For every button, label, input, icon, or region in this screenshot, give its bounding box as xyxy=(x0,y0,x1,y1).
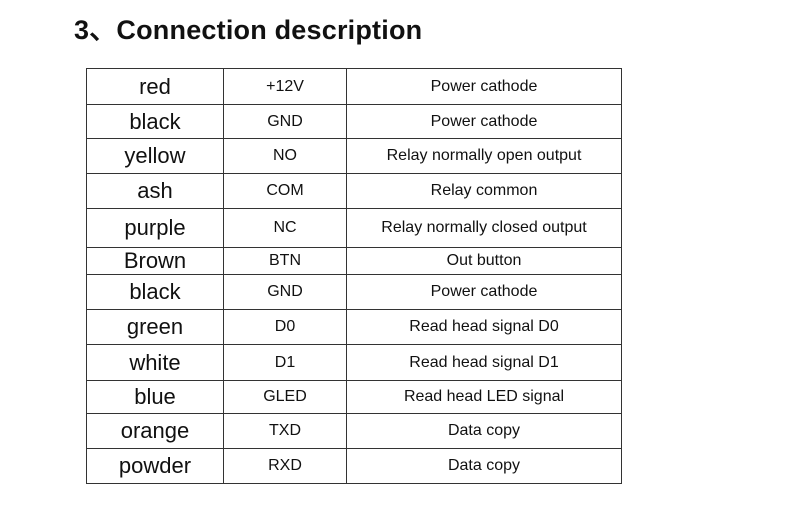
wire-color-cell: red xyxy=(86,68,224,105)
description-cell: Data copy xyxy=(346,448,622,484)
signal-cell: TXD xyxy=(223,413,347,449)
description-cell: Out button xyxy=(346,247,622,275)
description-cell: Relay normally closed output xyxy=(346,208,622,248)
signal-cell: NC xyxy=(223,208,347,248)
description-cell: Read head signal D1 xyxy=(346,344,622,381)
wire-color-cell: yellow xyxy=(86,138,224,174)
signal-cell: +12V xyxy=(223,68,347,105)
signal-cell: BTN xyxy=(223,247,347,275)
wire-color-cell: black xyxy=(86,274,224,310)
signal-cell: D1 xyxy=(223,344,347,381)
wire-color-cell: black xyxy=(86,104,224,139)
section-title: 3、Connection description xyxy=(74,15,423,45)
signal-cell: NO xyxy=(223,138,347,174)
signal-cell: GND xyxy=(223,274,347,310)
signal-cell: D0 xyxy=(223,309,347,345)
description-cell: Power cathode xyxy=(346,274,622,310)
wire-color-cell: Brown xyxy=(86,247,224,275)
description-cell: Read head signal D0 xyxy=(346,309,622,345)
wire-color-cell: orange xyxy=(86,413,224,449)
wire-color-cell: ash xyxy=(86,173,224,209)
description-cell: Relay common xyxy=(346,173,622,209)
wire-color-cell: blue xyxy=(86,380,224,414)
signal-cell: GLED xyxy=(223,380,347,414)
wire-color-cell: purple xyxy=(86,208,224,248)
description-cell: Read head LED signal xyxy=(346,380,622,414)
description-cell: Data copy xyxy=(346,413,622,449)
wire-color-cell: white xyxy=(86,344,224,381)
description-cell: Power cathode xyxy=(346,104,622,139)
signal-cell: COM xyxy=(223,173,347,209)
signal-cell: RXD xyxy=(223,448,347,484)
wire-color-cell: powder xyxy=(86,448,224,484)
signal-cell: GND xyxy=(223,104,347,139)
wire-color-cell: green xyxy=(86,309,224,345)
description-cell: Relay normally open output xyxy=(346,138,622,174)
description-cell: Power cathode xyxy=(346,68,622,105)
